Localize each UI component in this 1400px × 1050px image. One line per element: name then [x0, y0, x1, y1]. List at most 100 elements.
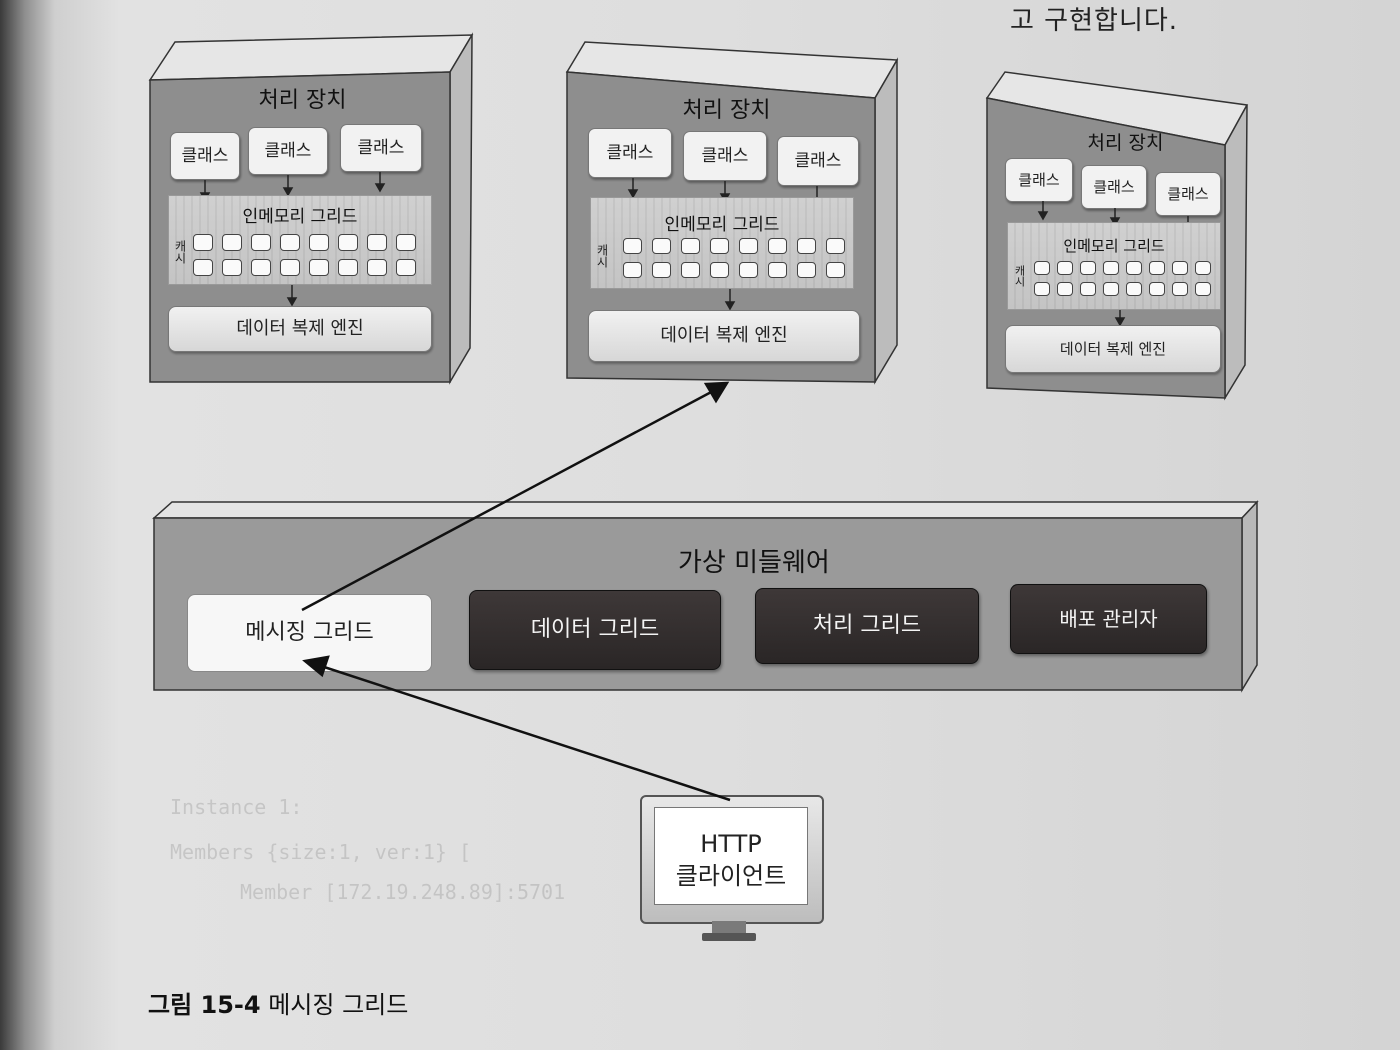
grid-title: 인메모리 그리드: [664, 215, 780, 235]
monitor-screen: HTTP 클라이언트: [654, 807, 808, 905]
cache-cell: [222, 234, 242, 251]
cache-cell: [652, 238, 671, 254]
figure-title: 메시징 그리드: [268, 991, 409, 1019]
cache-cell: [1103, 261, 1119, 275]
client-label: HTTP 클라이언트: [655, 828, 807, 892]
deployment-manager: 배포 관리자: [1010, 584, 1207, 654]
http-client-monitor: HTTP 클라이언트: [640, 795, 825, 945]
client-label-line1: HTTP: [700, 830, 762, 858]
cache-cell: [681, 238, 700, 254]
processing-grid: 처리 그리드: [755, 588, 979, 664]
cache-cells: [1034, 261, 1211, 296]
cache-cell: [1057, 282, 1073, 296]
grid-title: 인메모리 그리드: [242, 207, 358, 227]
cache-cell: [367, 259, 387, 276]
class-box: 클래스: [588, 128, 672, 178]
cache-cell: [826, 238, 845, 254]
cache-cell: [193, 234, 213, 251]
cache-cell: [1172, 282, 1188, 296]
processing-unit-1: 처리 장치 클래스 클래스 클래스 인메모리 그리드 캐시 데이터 복제 엔진: [148, 30, 475, 385]
cache-cell: [710, 238, 729, 254]
class-box: 클래스: [1155, 172, 1221, 216]
cache-cell: [1080, 282, 1096, 296]
bleed-through-text: Member [172.19.248.89]:5701: [240, 880, 566, 904]
cache-cell: [193, 259, 213, 276]
page-header-text: 고 구현합니다.: [1010, 6, 1179, 36]
client-to-messaging-arrow: [317, 663, 731, 802]
cache-cell: [1034, 282, 1050, 296]
arrowhead: [703, 381, 730, 404]
cache-cell: [1103, 282, 1119, 296]
cache-cell: [1080, 261, 1096, 275]
unit-title: 처리 장치: [682, 98, 771, 123]
processing-unit-2: 처리 장치 클래스 클래스 클래스 인메모리 그리드 캐시 데이터 복제 엔진: [565, 40, 900, 385]
cache-cell: [396, 259, 416, 276]
bleed-through-text: Members {size:1, ver:1} [: [170, 840, 472, 864]
monitor-base: [702, 933, 756, 941]
processing-unit-3: 처리 장치 클래스 클래스 클래스 인메모리 그리드 캐시 데이터 복제 엔진: [985, 70, 1250, 401]
cache-cell: [681, 262, 700, 278]
unit-title: 처리 장치: [1087, 132, 1164, 154]
cache-cell: [768, 262, 787, 278]
class-box: 클래스: [1005, 158, 1073, 202]
grid-title: 인메모리 그리드: [1063, 237, 1165, 255]
in-memory-grid: 인메모리 그리드 캐시: [1007, 222, 1221, 310]
cache-cell: [739, 238, 758, 254]
figure-number: 그림 15-4: [148, 991, 261, 1019]
data-replication-engine: 데이터 복제 엔진: [168, 306, 432, 352]
cache-cells: [623, 238, 845, 278]
class-box: 클래스: [1081, 165, 1147, 209]
cache-cell: [826, 262, 845, 278]
cache-cell: [1149, 261, 1165, 275]
cache-cell: [1195, 282, 1211, 296]
in-memory-grid: 인메모리 그리드 캐시: [168, 195, 432, 285]
cache-cell: [338, 259, 358, 276]
cache-label: 캐시: [173, 240, 187, 264]
cache-cell: [280, 259, 300, 276]
cache-cell: [367, 234, 387, 251]
cache-cell: [623, 238, 642, 254]
class-box: 클래스: [777, 136, 859, 186]
data-replication-engine: 데이터 복제 엔진: [1005, 325, 1221, 373]
cache-cell: [652, 262, 671, 278]
figure-caption: 그림 15-4 메시징 그리드: [148, 985, 408, 1020]
class-box: 클래스: [248, 127, 328, 175]
cache-cell: [1034, 261, 1050, 275]
in-memory-grid: 인메모리 그리드 캐시: [590, 197, 854, 289]
data-grid: 데이터 그리드: [469, 590, 721, 670]
class-arrows: [199, 172, 386, 307]
cache-cell: [797, 238, 816, 254]
cache-cell: [1126, 261, 1142, 275]
cache-cell: [251, 259, 271, 276]
class-box: 클래스: [340, 124, 422, 172]
cache-cell: [623, 262, 642, 278]
class-box: 클래스: [170, 132, 240, 180]
cache-cell: [1126, 282, 1142, 296]
cache-cell: [222, 259, 242, 276]
cache-cell: [338, 234, 358, 251]
arrowhead: [302, 655, 330, 678]
class-box: 클래스: [683, 131, 767, 181]
client-label-line2: 클라이언트: [675, 862, 787, 890]
monitor-neck: [712, 921, 746, 935]
data-replication-engine: 데이터 복제 엔진: [588, 310, 860, 362]
cache-cell: [1149, 282, 1165, 296]
middleware-title: 가상 미들웨어: [678, 548, 830, 578]
cache-cell: [251, 234, 271, 251]
messaging-to-unit-arrow: [301, 388, 716, 612]
cache-cell: [309, 259, 329, 276]
cache-cell: [396, 234, 416, 251]
cache-cell: [1195, 261, 1211, 275]
cache-cell: [280, 234, 300, 251]
cache-cell: [1057, 261, 1073, 275]
monitor-frame: HTTP 클라이언트: [640, 795, 824, 924]
bleed-through-text: Instance 1:: [170, 795, 303, 819]
cache-cell: [1172, 261, 1188, 275]
cache-cells: [193, 234, 416, 276]
cache-cell: [797, 262, 816, 278]
unit-title: 처리 장치: [258, 88, 347, 113]
cache-cell: [309, 234, 329, 251]
cache-label: 캐시: [1013, 265, 1026, 287]
cache-cell: [710, 262, 729, 278]
